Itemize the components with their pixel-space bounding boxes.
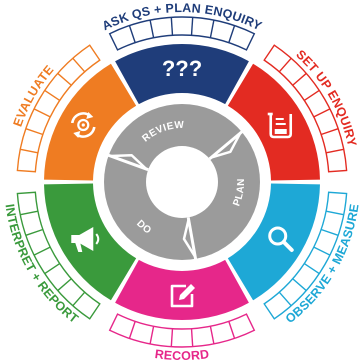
beaker-icon <box>267 112 293 139</box>
box-divider <box>25 228 44 236</box>
box-divider <box>149 326 155 345</box>
box-divider <box>44 89 61 101</box>
box-divider <box>33 108 51 118</box>
box-divider <box>170 328 174 347</box>
box-divider <box>325 148 344 154</box>
box-strip-ask <box>108 16 256 51</box>
box-divider <box>20 210 39 216</box>
box-divider <box>325 210 344 216</box>
box-strip-outline <box>16 44 101 173</box>
box-strip-interpret <box>16 191 101 320</box>
box-strip-setup <box>263 44 348 173</box>
box-divider <box>190 328 194 347</box>
cycle-divider <box>208 130 244 161</box>
box-strip-outline <box>108 16 256 51</box>
sector-evaluate <box>44 63 137 181</box>
box-divider <box>20 148 39 154</box>
cycle-hub <box>146 146 218 218</box>
box-strip-record <box>108 313 256 348</box>
cycle-gear-icon <box>70 112 96 138</box>
svg-text:???: ??? <box>162 56 202 81</box>
box-divider <box>72 291 86 307</box>
megaphone-icon <box>71 227 100 252</box>
question-marks-icon: ??? <box>162 56 202 81</box>
cycle-divider <box>186 217 198 261</box>
box-divider <box>170 17 174 36</box>
box-strip-outline <box>16 191 101 320</box>
box-divider <box>72 57 86 73</box>
icon-layer: ??? <box>70 56 294 308</box>
box-divider <box>320 228 339 236</box>
box-strip-outline <box>263 44 348 173</box>
box-divider <box>33 246 51 256</box>
cycle-arrow-icon <box>210 132 242 159</box>
box-strip-observe <box>263 191 348 320</box>
box-divider <box>313 246 331 256</box>
box-strip-evaluate <box>16 44 101 173</box>
box-divider <box>303 263 320 275</box>
box-divider <box>278 291 292 307</box>
box-divider <box>209 326 215 345</box>
box-divider <box>292 278 307 292</box>
sector-setup <box>227 63 320 181</box>
box-divider <box>25 128 44 136</box>
box-divider <box>57 72 72 86</box>
box-divider <box>44 263 61 275</box>
box-divider <box>303 89 320 101</box>
box-divider <box>128 321 136 339</box>
sector-ask <box>115 43 249 105</box>
box-divider <box>190 17 194 36</box>
outer-checkbox-ring <box>16 16 348 348</box>
box-divider <box>320 128 339 136</box>
cycle-arrow-icon <box>182 219 197 258</box>
box-divider <box>278 57 292 73</box>
sector-label-record: RECORD <box>154 347 210 360</box>
magnifier-icon <box>268 226 294 252</box>
box-divider <box>128 25 136 43</box>
box-strip-outline <box>108 313 256 348</box>
box-divider <box>149 19 155 38</box>
edit-icon <box>170 284 195 308</box>
box-divider <box>292 72 307 86</box>
box-strip-outline <box>263 191 348 320</box>
sector-record <box>115 259 249 320</box>
cycle-divider <box>107 153 149 172</box>
box-divider <box>209 19 215 38</box>
box-divider <box>57 278 72 292</box>
box-divider <box>313 108 331 118</box>
box-divider <box>228 25 236 43</box>
box-divider <box>228 321 236 339</box>
cycle-arrow-icon <box>110 153 148 170</box>
